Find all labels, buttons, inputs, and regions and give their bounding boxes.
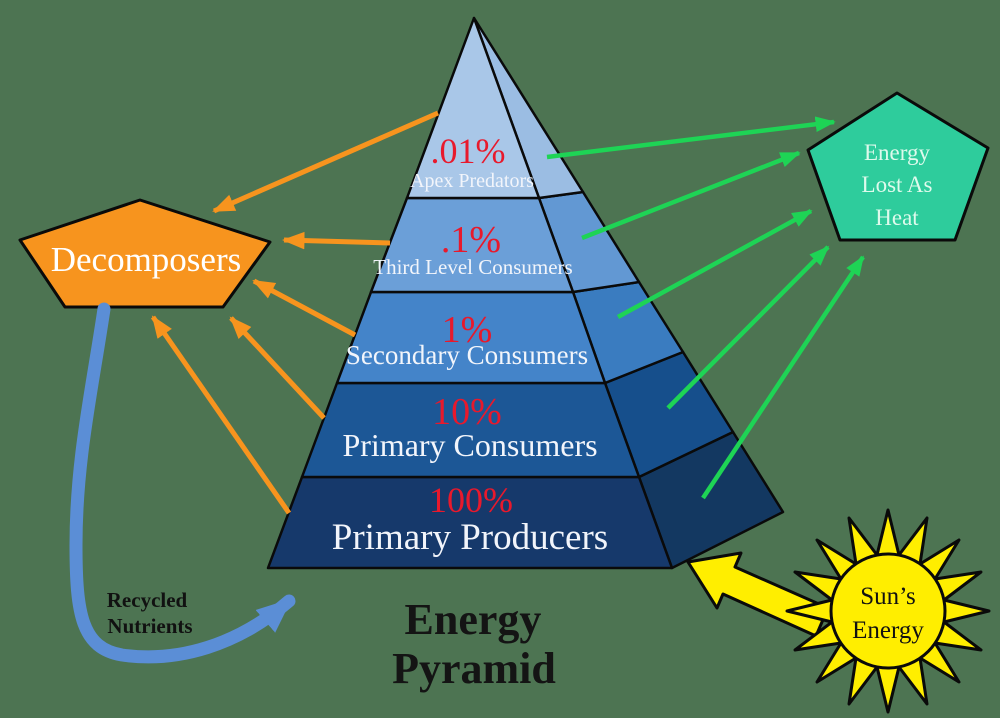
recycled-nutrients-label-line1: Recycled [107, 588, 188, 612]
recycled-nutrients-label: Recycled Nutrients [107, 588, 193, 638]
pyramid: .01% Apex Predators .1% Third Level Cons… [266, 16, 785, 570]
sun-label-line2: Energy [852, 617, 924, 644]
pyramid-labels: .01% Apex Predators .1% Third Level Cons… [332, 131, 608, 558]
level-label-primary-consumers: Primary Consumers [342, 427, 597, 463]
energy-to-heat-arrow-1 [546, 116, 836, 160]
diagram-title-line1: Energy [405, 595, 542, 644]
energy-to-heat-arrow-2 [581, 150, 801, 241]
sun: Sun’s Energy [785, 508, 991, 714]
decomposers-pentagon [18, 198, 272, 309]
energy-to-decomposers-arrow-3 [252, 278, 357, 338]
recycled-nutrients-arrow [69, 302, 296, 664]
diagram-title-line2: Pyramid [392, 644, 556, 693]
energy-to-heat-arrow-5 [701, 255, 865, 500]
energy-to-heat-arrow-4 [666, 245, 830, 410]
pyramid-level-apex-predators-front [405, 16, 541, 200]
heat-label-line3: Heat [875, 205, 919, 230]
level-label-primary-producers: Primary Producers [332, 517, 608, 558]
sun-core [829, 552, 947, 670]
heat-pentagon [806, 91, 990, 242]
level-label-secondary-consumers: Secondary Consumers [346, 340, 588, 370]
heat-label: Energy Lost As Heat [862, 140, 933, 230]
energy-to-heat-arrows [546, 116, 865, 500]
recycled-nutrients-label-line2: Nutrients [107, 614, 192, 638]
level-percent-primary-consumers: 10% [432, 391, 502, 433]
level-percent-apex-predators: .01% [431, 131, 506, 171]
heat-label-line2: Lost As [862, 172, 933, 197]
energy-to-decomposers-arrow-1 [212, 110, 440, 214]
sun-label-line1: Sun’s [860, 583, 916, 610]
decomposers-label: Decomposers [51, 240, 242, 279]
heat-label-line1: Energy [864, 140, 931, 165]
level-percent-secondary-consumers: 1% [442, 309, 493, 351]
energy-to-decomposers-arrows [150, 110, 440, 515]
level-percent-primary-producers: 100% [429, 480, 513, 520]
level-label-apex-predators: Apex Predators [410, 170, 534, 192]
diagram-title: Energy Pyramid [392, 595, 556, 693]
energy-to-decomposers-arrow-5 [150, 315, 292, 515]
energy-to-decomposers-arrow-2 [282, 231, 391, 250]
level-label-third-level-consumers: Third Level Consumers [373, 255, 572, 279]
energy-to-decomposers-arrow-4 [229, 316, 326, 420]
level-percent-third-level-consumers: .1% [441, 219, 501, 261]
pyramid-side-face [472, 16, 785, 570]
energy-to-heat-arrow-3 [616, 209, 813, 319]
pyramid-front-face [266, 16, 674, 570]
sun-to-pyramid-arrow [686, 551, 830, 638]
